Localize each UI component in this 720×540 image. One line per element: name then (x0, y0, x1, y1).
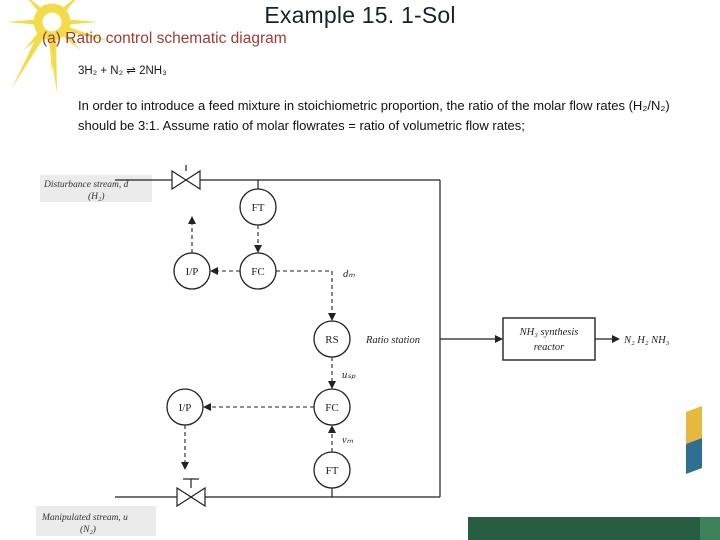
disturbance-stream-sub: (H₂) (88, 191, 105, 202)
body-paragraph: In order to introduce a feed mixture in … (78, 98, 670, 133)
chemical-equation: 3H₂ + N₂ ⇌ 2NH₃ (78, 65, 167, 77)
instrument-ip-bottom-label: I/P (179, 402, 192, 414)
instrument-fc-bottom: FC (313, 388, 351, 426)
instrument-ft-top: FT (239, 188, 277, 226)
stream-label-boxes (36, 175, 156, 536)
page-title: Example 15. 1-Sol (264, 2, 456, 28)
instrument-fc-bottom-label: FC (325, 402, 338, 414)
green-footer-bar (468, 517, 700, 540)
signal-vm-label: vₘ (342, 435, 354, 446)
signal-arrowheads (181, 216, 620, 470)
ratio-control-diagram: FT I/P FC RS FC I/P FT NH₃ synthe (36, 165, 670, 536)
signal-dm-label: dₘ (343, 269, 355, 280)
slide-subtitle: (a) Ratio control schematic diagram (42, 30, 287, 47)
instrument-ip-top: I/P (173, 252, 211, 290)
control-valve-bottom-icon (176, 486, 206, 508)
instrument-ft-bottom: FT (313, 451, 351, 489)
instrument-ip-bottom: I/P (166, 388, 204, 426)
manipulated-stream-sub: (N₂) (80, 524, 96, 535)
instrument-fc-top-label: FC (251, 266, 264, 278)
reactor-box: NH₃ synthesis reactor (502, 317, 596, 361)
instrument-fc-top: FC (239, 252, 277, 290)
instrument-ft-bottom-label: FT (326, 465, 339, 477)
signal-lines (184, 224, 333, 462)
ratio-station-label: Ratio station (365, 335, 420, 346)
instrument-ft-top-label: FT (252, 202, 265, 214)
instrument-rs: RS (313, 320, 351, 358)
control-valve-top-icon (171, 169, 201, 191)
reactor-label-line2: reactor (534, 342, 565, 353)
green-footer-accent (700, 517, 720, 540)
manipulated-stream-label: Manipulated stream, u (41, 513, 128, 523)
output-stream-label: N₂ H₂ NH₃ (623, 335, 670, 346)
reactor-label-line1: NH₃ synthesis (519, 327, 579, 338)
instrument-rs-label: RS (325, 334, 338, 346)
flag-decoration-icon (686, 406, 702, 474)
signal-usp-label: uₛₚ (342, 370, 356, 381)
instrument-ip-top-label: I/P (186, 266, 199, 278)
disturbance-stream-label: Disturbance stream, d (43, 180, 129, 190)
process-lines (115, 165, 612, 498)
